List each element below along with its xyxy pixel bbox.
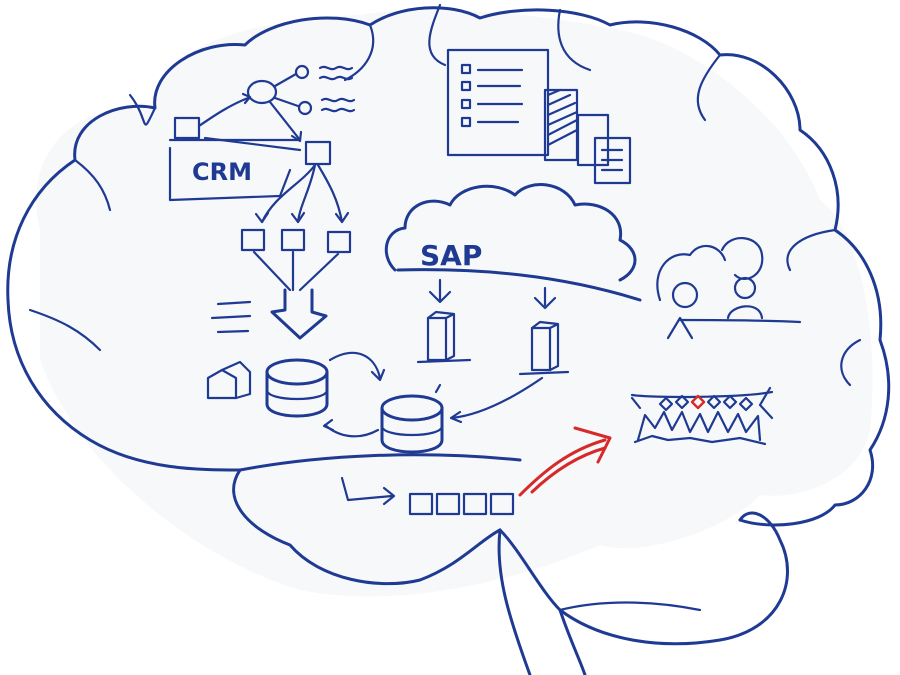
crm-network: CRM [168,64,356,340]
brain-shading [36,10,873,597]
documents-sketch [446,48,632,185]
sap-cloud: SAP [384,183,642,376]
red-arrow [518,426,612,497]
brain-outline [6,3,891,675]
zigzag-structure [630,386,774,446]
databases [206,351,544,454]
people-sketch [656,237,764,340]
sap-label: SAP [420,239,482,272]
process-flow [340,476,515,516]
crm-label: CRM [192,158,252,186]
